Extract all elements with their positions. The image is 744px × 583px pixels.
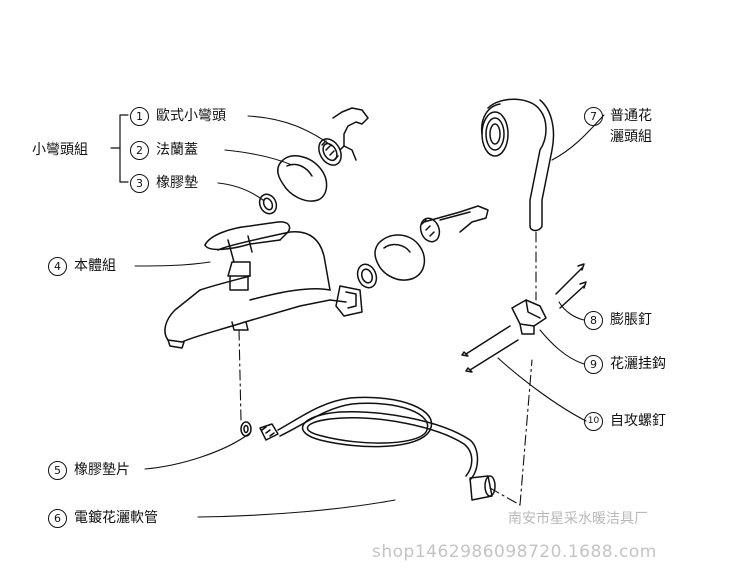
part-number: 8 [584, 311, 603, 330]
part-number: 9 [584, 355, 603, 374]
part-label: 自攻螺釘 [610, 413, 666, 429]
part-label: 膨脹釘 [610, 312, 652, 328]
self-tapping-screws [461, 325, 519, 373]
part-label: 電鍍花灑軟管 [74, 510, 158, 526]
part-number: 10 [584, 412, 603, 431]
leader-lines [134, 114, 605, 518]
part-label: 普通花 [610, 108, 652, 124]
part-label-line2: 灑頭組 [610, 129, 652, 145]
part-label: 法蘭蓋 [156, 142, 198, 158]
rubber-washer-part [258, 193, 278, 215]
flange-cover-part [277, 155, 328, 202]
part-number: 6 [48, 509, 67, 528]
shop-name-watermark: 南安市星采水暖洁具厂 [508, 511, 648, 527]
hose-part [259, 396, 496, 501]
part-number: 5 [48, 461, 67, 480]
part-label: 本體組 [74, 258, 116, 274]
part-label: 橡膠墊 [156, 175, 198, 191]
expansion-anchors [555, 263, 587, 309]
shop-url-watermark: shop1462986098720.1688.com [372, 542, 657, 562]
part-label: 歐式小彎頭 [156, 108, 226, 124]
euro-elbow-part [318, 107, 369, 166]
right-flange-set [356, 205, 489, 289]
part-number: 4 [48, 257, 67, 276]
part-number: 7 [584, 107, 603, 126]
part-number: 2 [130, 141, 149, 160]
part-number: 3 [130, 174, 149, 193]
hand-shower-part [480, 98, 555, 232]
faucet-body-part [164, 221, 363, 349]
part-label: 花灑挂鈎 [610, 356, 666, 372]
group-bracket [110, 114, 129, 183]
part-number: 1 [130, 107, 149, 126]
group-label: 小彎頭組 [32, 142, 88, 158]
washer-5-part [240, 421, 252, 437]
assembly-lines [238, 231, 537, 506]
part-label: 橡膠墊片 [74, 462, 130, 478]
shower-holder-part [511, 299, 547, 335]
